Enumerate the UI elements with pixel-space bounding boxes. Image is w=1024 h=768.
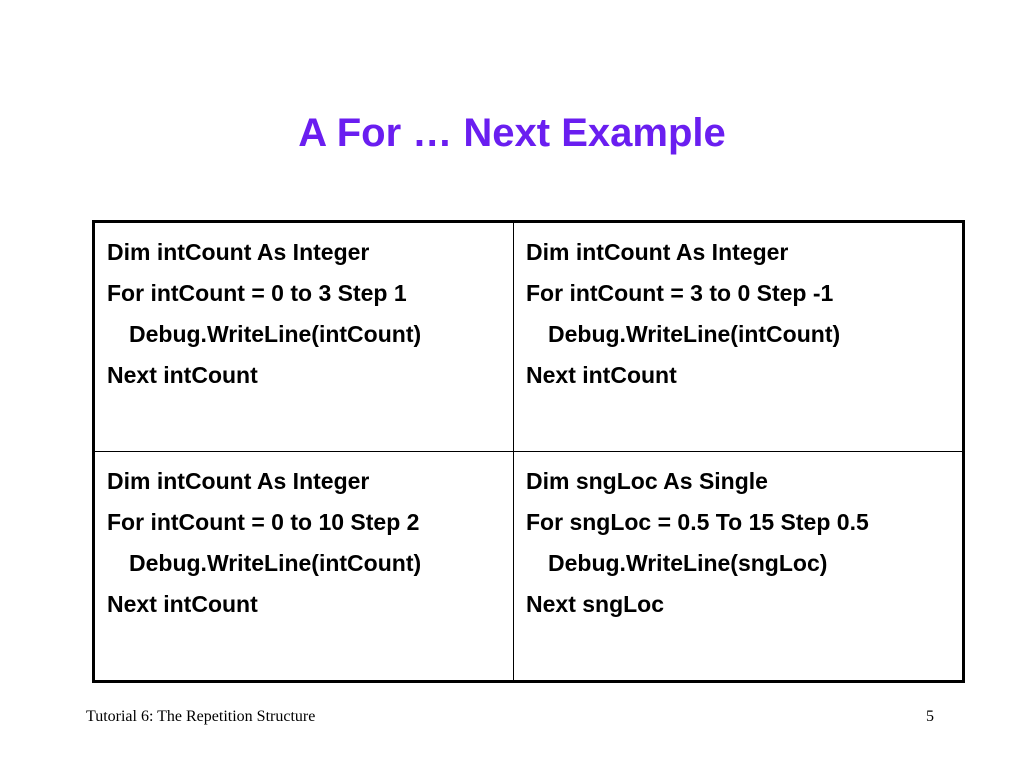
code-line: Debug.WriteLine(sngLoc) [548, 549, 828, 576]
code-cell-bottom-right: Dim sngLoc As Single For sngLoc = 0.5 To… [514, 452, 962, 681]
code-line: Dim intCount As Integer [107, 239, 370, 265]
code-line: For intCount = 3 to 0 Step -1 [526, 280, 834, 306]
code-line: Dim intCount As Integer [526, 239, 789, 265]
code-line: Debug.WriteLine(intCount) [129, 321, 422, 347]
code-line: Debug.WriteLine(intCount) [129, 549, 422, 576]
code-line: Next intCount [526, 362, 677, 388]
code-line: Next intCount [107, 590, 258, 617]
code-line: Dim intCount As Integer [107, 467, 370, 494]
code-example-table: Dim intCount As Integer For intCount = 0… [92, 220, 965, 683]
code-cell-bottom-left: Dim intCount As Integer For intCount = 0… [95, 451, 514, 680]
code-line: Next intCount [107, 362, 258, 388]
code-line: Next sngLoc [526, 590, 665, 617]
code-line: Dim sngLoc As Single [526, 467, 768, 494]
code-cell-top-right: Dim intCount As Integer For intCount = 3… [514, 223, 962, 452]
footer-tutorial-title: Tutorial 6: The Repetition Structure [86, 708, 316, 725]
slide-page-number: 5 [926, 708, 934, 725]
code-line: For intCount = 0 to 3 Step 1 [107, 280, 407, 306]
code-line: Debug.WriteLine(intCount) [548, 321, 841, 347]
code-line: For sngLoc = 0.5 To 15 Step 0.5 [526, 508, 869, 535]
code-line: For intCount = 0 to 10 Step 2 [107, 508, 420, 535]
slide-title: A For … Next Example [298, 111, 726, 155]
code-cell-top-left: Dim intCount As Integer For intCount = 0… [95, 223, 514, 452]
